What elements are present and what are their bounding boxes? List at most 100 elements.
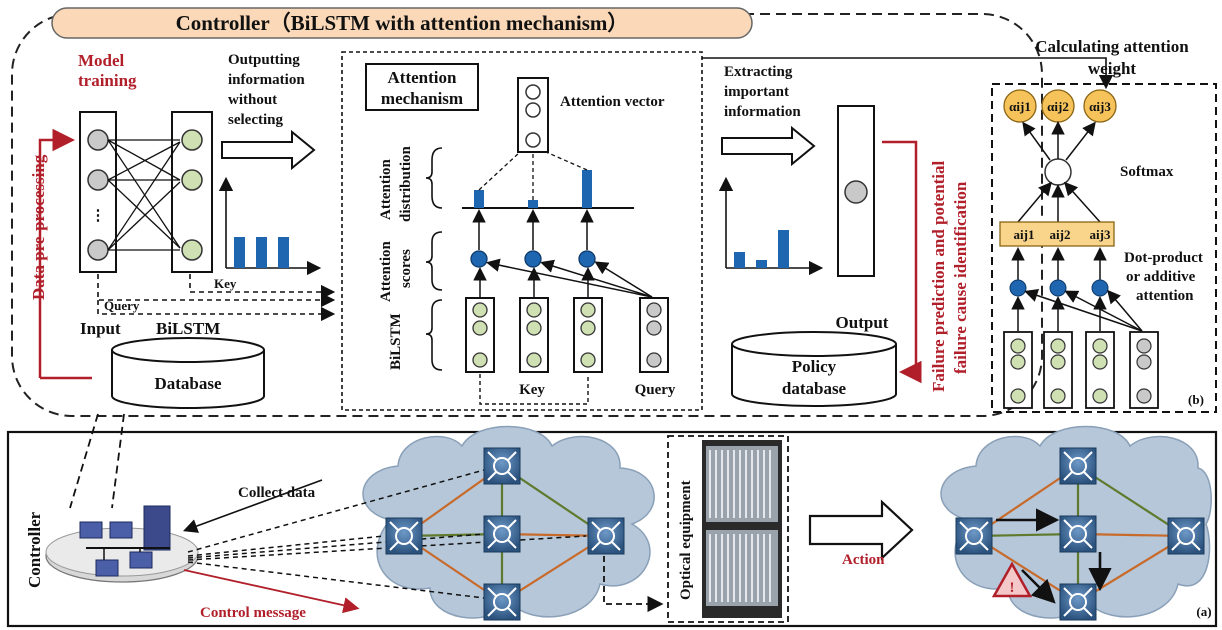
panel-a-box xyxy=(6,430,1218,628)
score-nodes xyxy=(1009,247,1109,297)
optical-equipment-label: Optical equipment xyxy=(678,480,694,600)
control-message-arrow xyxy=(183,569,360,614)
control-message-label: Control message xyxy=(200,605,306,621)
panel-b-heading-line2: weight xyxy=(1088,59,1137,78)
panel-a-tag: (a) xyxy=(1196,604,1211,619)
output-node xyxy=(844,180,868,204)
bilstm-nodes xyxy=(181,129,203,261)
outputting-line2: information xyxy=(228,72,305,88)
action-label: Action xyxy=(842,552,885,568)
rerouting-arrows xyxy=(996,508,1112,604)
attention-title-box xyxy=(365,63,479,111)
key-label: Key xyxy=(214,276,237,291)
attention-vector-nodes xyxy=(525,84,541,148)
key-dashed-arrow xyxy=(189,274,336,300)
attention-distribution-label1: Attention xyxy=(378,159,394,220)
a-term-1: aij1 xyxy=(1014,227,1035,242)
optical-equipment-box xyxy=(667,435,789,623)
input-label: Input xyxy=(80,319,121,338)
a-term-2: aij2 xyxy=(1050,227,1071,242)
attention-distribution-label2: distribution xyxy=(398,145,414,222)
panel-a-controller-label: Controller xyxy=(25,511,44,588)
data-preprocessing-label: Data pre-processing xyxy=(29,154,48,300)
warning-icon: ! xyxy=(991,561,1033,598)
a-terms-box xyxy=(999,221,1115,247)
key-bottom-label: Key xyxy=(519,382,545,398)
output-label: Output xyxy=(836,313,889,332)
failure-arrow xyxy=(882,140,922,384)
uniform-bar-chart xyxy=(218,176,322,276)
outputting-hollow-arrow xyxy=(221,129,316,171)
extracting-line1: Extracting xyxy=(724,64,793,80)
model-training-line2: training xyxy=(78,71,137,90)
a-term-3: aij3 xyxy=(1090,227,1111,242)
alpha-1: αij1 xyxy=(1009,99,1031,114)
action-hollow-arrow xyxy=(808,499,914,561)
attention-bilstm-columns xyxy=(465,258,669,405)
database-cylinder xyxy=(111,337,265,409)
attention-to-panel-b-link xyxy=(702,57,1114,90)
scores-brace xyxy=(425,231,443,291)
attention-distribution xyxy=(462,151,634,209)
controller-computers-icon xyxy=(45,505,199,583)
input-bilstm-connections xyxy=(107,139,181,251)
attention-scores-label2: scores xyxy=(398,249,414,288)
outputting-line3: without xyxy=(228,92,277,108)
model-training-line1: Model xyxy=(78,51,125,70)
preprocessing-arrow xyxy=(38,128,75,378)
attention-mechanism-box xyxy=(341,51,703,411)
to-optical-dashed-arrow xyxy=(603,556,664,613)
collect-data-arrow xyxy=(182,479,323,533)
policy-database-cylinder xyxy=(731,331,897,407)
bilstm-label: BiLSTM xyxy=(156,319,220,338)
optical-equipment-rack xyxy=(702,440,782,618)
attention-title-line2: mechanism xyxy=(381,89,463,108)
dot-product-line1: Dot-product xyxy=(1124,250,1203,266)
failure-line2: failure cause identification xyxy=(951,181,970,374)
query-bottom-label: Query xyxy=(635,382,676,398)
query-dashed-arrow-2 xyxy=(97,300,336,322)
query-dashed-arrow xyxy=(97,274,336,308)
input-ellipsis: ⋮ xyxy=(91,208,106,224)
query-label: Query xyxy=(104,298,140,313)
network-switches-after xyxy=(955,447,1205,621)
policy-database-line2: database xyxy=(782,379,847,398)
outputting-line4: selecting xyxy=(228,112,283,128)
extracting-line3: information xyxy=(724,104,801,120)
banner-title: Controller（BiLSTM with attention mechani… xyxy=(176,11,629,35)
outputting-line1: Outputting xyxy=(228,52,300,68)
panel-b-box xyxy=(991,83,1217,413)
alpha-3: αij3 xyxy=(1089,99,1111,114)
database-label: Database xyxy=(154,374,222,393)
failure-line1: Failure prediction and potential xyxy=(929,160,948,392)
extracting-line2: important xyxy=(724,84,789,100)
dot-product-line3: attention xyxy=(1136,288,1194,304)
softmax-node xyxy=(1044,158,1072,186)
bilstm-brace xyxy=(425,299,443,371)
panel-b-columns xyxy=(1003,288,1159,409)
alpha-nodes xyxy=(1003,89,1117,123)
panel-b-tag: (b) xyxy=(1188,392,1204,407)
svg-text:!: ! xyxy=(1010,580,1015,596)
policy-database-line1: Policy xyxy=(792,357,837,376)
softmax-arrows xyxy=(1017,121,1101,223)
weighted-bar-chart xyxy=(718,176,824,276)
attention-scores-label1: Attention xyxy=(378,241,394,302)
attention-title-line1: Attention xyxy=(388,68,457,87)
panel-b-heading-line1: Calculating attention xyxy=(1035,37,1189,56)
extracting-hollow-arrow xyxy=(721,125,816,167)
attention-bilstm-label: BiLSTM xyxy=(388,313,404,370)
banner xyxy=(51,7,753,39)
softmax-label: Softmax xyxy=(1120,164,1174,180)
zoom-line-right xyxy=(111,413,125,509)
collect-data-label: Collect data xyxy=(238,485,316,501)
distribution-brace xyxy=(425,147,443,209)
attention-scores xyxy=(470,209,596,268)
network-switches xyxy=(385,447,625,621)
alpha-2: αij2 xyxy=(1047,99,1069,114)
dot-product-line2: or additive xyxy=(1126,269,1196,285)
zoom-line-left xyxy=(69,413,99,509)
attention-vector-label: Attention vector xyxy=(560,94,665,110)
